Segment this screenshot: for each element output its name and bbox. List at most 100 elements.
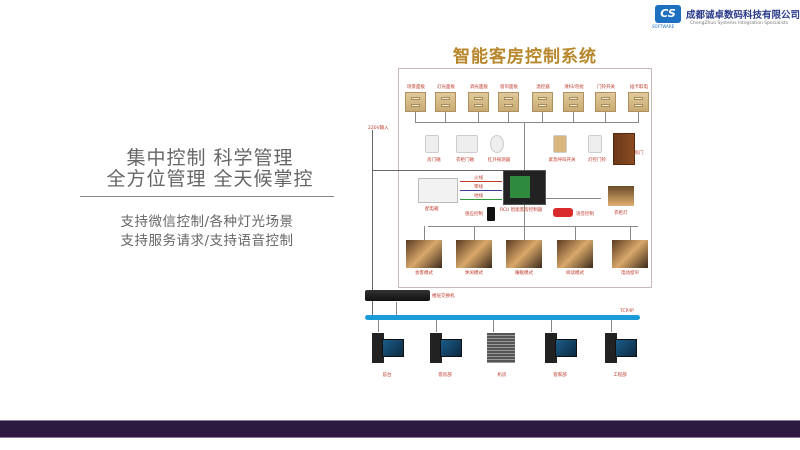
sensor-device — [456, 135, 478, 153]
panel-label: 窗帘面板 — [500, 85, 518, 90]
network-bus — [365, 315, 640, 320]
sensor-label: 灯控门铃 — [588, 158, 606, 163]
wire-ground — [460, 199, 502, 200]
panel-drop — [573, 112, 574, 122]
panel-drop — [542, 112, 543, 122]
switch-drop — [396, 302, 397, 315]
scene-image — [506, 240, 542, 268]
panel-device — [595, 92, 616, 112]
logo-subtext: SOFTWARE — [652, 24, 675, 29]
scene-drop — [424, 226, 425, 240]
company-name: 成都诚卓数码科技有限公司 — [686, 10, 800, 21]
phone-control-label: 感应控制 — [465, 212, 483, 217]
scene-drop — [474, 226, 475, 240]
sensor-label: 房门磁 — [427, 158, 441, 163]
wire-label-ground: 地线 — [474, 194, 483, 199]
power-line — [372, 130, 373, 315]
door-image — [613, 133, 635, 165]
panel-drop — [605, 112, 606, 122]
terminal-label: 工程部 — [613, 373, 627, 378]
panel-drop — [445, 112, 446, 122]
server-icon — [487, 333, 515, 363]
light-line — [546, 198, 601, 199]
scene-image — [557, 240, 593, 268]
company-name-en: ChengZhuo Systems Integration Specialist… — [690, 21, 789, 26]
terminal-label: 前台 — [382, 373, 392, 378]
scene-image — [406, 240, 442, 268]
rcu-controller — [503, 170, 546, 205]
diagram-frame — [398, 68, 652, 288]
diagram-title: 智能客房控制系统 — [453, 47, 597, 67]
scene-label: 阅读模式 — [566, 271, 584, 276]
panel-label: 清扫/勿扰 — [564, 85, 584, 90]
sensor-device — [553, 135, 567, 153]
scene-label: 休闲模式 — [465, 271, 483, 276]
panel-label: 门铃开关 — [597, 85, 615, 90]
slogan-line-2: 全方位管理 全天候掌控 — [106, 168, 314, 190]
panel-label: 灯光面板 — [437, 85, 455, 90]
terminal-drop — [378, 320, 379, 332]
distribution-box-label: 配电箱 — [425, 207, 439, 212]
scene-image — [456, 240, 492, 268]
wire-label-neutral: 零线 — [474, 185, 483, 190]
panel-device — [628, 92, 649, 112]
sensor-label: 紧急呼叫开关 — [548, 158, 576, 163]
computer-icon — [545, 333, 579, 367]
computer-icon — [605, 333, 639, 367]
scene-image — [612, 240, 648, 268]
panel-device — [435, 92, 456, 112]
terminal-label: 机房 — [497, 373, 507, 378]
panel-drop — [508, 112, 509, 122]
sensor-device — [588, 135, 602, 153]
terminal-label: 客房部 — [438, 373, 452, 378]
panel-device — [563, 92, 584, 112]
sensor-device — [490, 135, 504, 153]
bus-drop — [524, 122, 525, 170]
panel-drop — [478, 112, 479, 122]
panel-label: 温控器 — [536, 85, 550, 90]
sensor-device — [425, 135, 439, 153]
scene-label: 会客模式 — [415, 271, 433, 276]
scene-label: 睡眠模式 — [515, 271, 533, 276]
footer-bar — [0, 420, 800, 438]
wire-neutral — [460, 190, 502, 191]
voice-control-label: 语音控制 — [576, 212, 594, 217]
power-input-label: 220V输入 — [368, 126, 389, 131]
wire-label-live: 火线 — [474, 176, 483, 181]
network-label: TCP/IP — [620, 309, 634, 314]
sensor-label: 衣柜门磁 — [456, 158, 474, 163]
panel-label: 场景面板 — [407, 85, 425, 90]
floor-switch — [365, 290, 430, 301]
wire-live — [460, 181, 502, 182]
terminal-drop — [611, 320, 612, 332]
computer-icon — [430, 333, 464, 367]
scene-drop — [575, 226, 576, 240]
terminal-drop — [493, 320, 494, 332]
divider — [80, 196, 334, 197]
bus-line — [415, 122, 639, 123]
switch-label: 楼层交换机 — [432, 294, 455, 299]
scene-bus — [428, 226, 638, 227]
panel-device — [498, 92, 519, 112]
panel-label: 调光面板 — [470, 85, 488, 90]
wardrobe-light-image — [608, 186, 634, 206]
terminal-drop — [436, 320, 437, 332]
rcu-label: RCU 智能客房控制器 — [500, 208, 543, 213]
scene-drop — [630, 226, 631, 240]
sensor-label: 房门 — [634, 151, 644, 156]
panel-device — [405, 92, 426, 112]
scene-label: 电动窗帘 — [621, 271, 639, 276]
input-line — [372, 170, 503, 171]
speaker-icon — [553, 208, 573, 217]
panel-label: 插卡取电 — [630, 85, 648, 90]
panel-drop — [638, 112, 639, 122]
wardrobe-light-label: 衣柜灯 — [614, 211, 628, 216]
phone-icon — [487, 207, 495, 221]
computer-icon — [372, 333, 406, 367]
feature-line-1: 支持微信控制/各种灯光场景 — [120, 214, 294, 230]
sensor-label: 红外探测器 — [487, 158, 511, 163]
scene-drop — [524, 205, 525, 226]
scene-drop — [524, 226, 525, 240]
feature-line-2: 支持服务请求/支持语音控制 — [120, 233, 294, 249]
company-logo: CS — [655, 5, 681, 23]
